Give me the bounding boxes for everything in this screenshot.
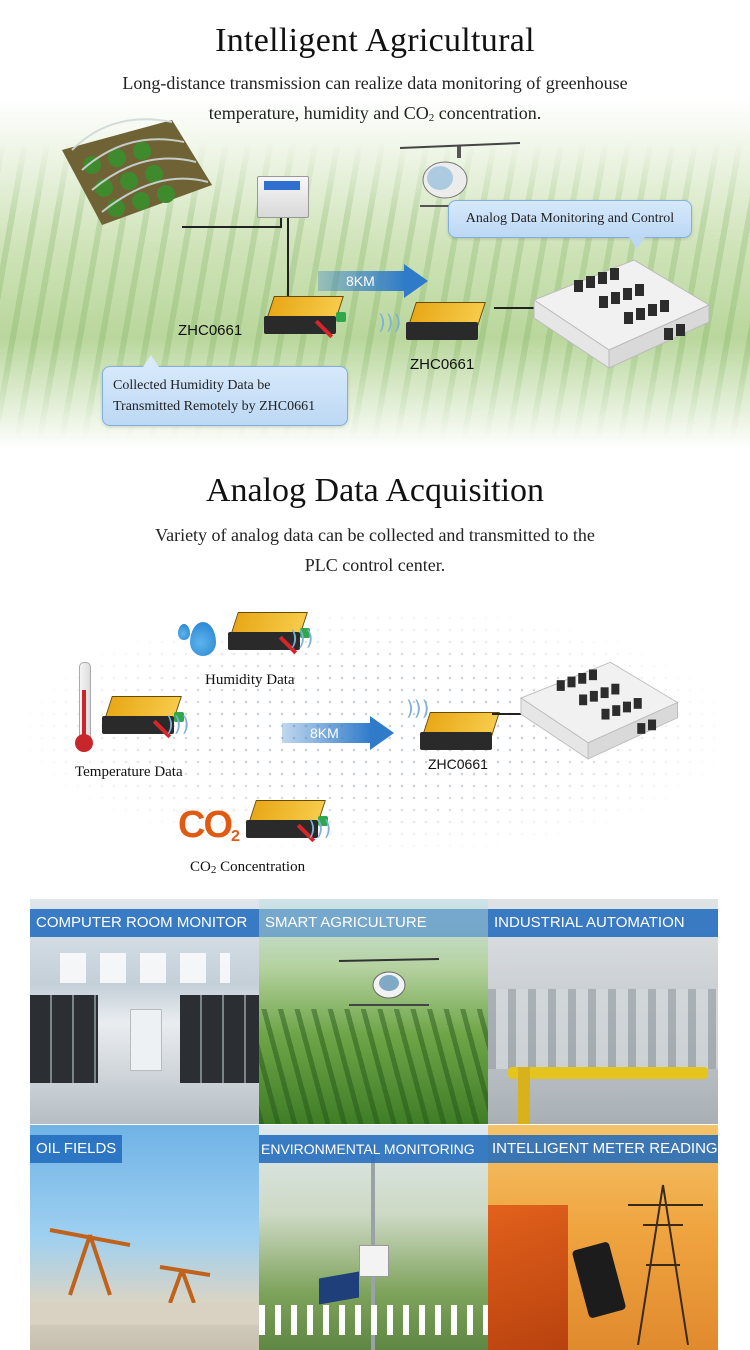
temperature-label: Temperature Data	[75, 764, 183, 780]
signal-waves-icon: )))	[308, 816, 332, 840]
application-tile-smart-agriculture: SMART AGRICULTURE	[259, 899, 488, 1124]
application-caption: ENVIRONMENTAL MONITORING	[259, 1135, 488, 1163]
server-rack-right	[180, 995, 259, 1083]
zhc0661-receiver-icon	[404, 302, 488, 342]
application-caption: OIL FIELDS	[30, 1135, 123, 1163]
zhc0661-transmitter-icon	[262, 296, 346, 339]
signal-waves-icon: )))	[378, 310, 402, 334]
callout-tail	[629, 237, 645, 249]
co2-label: CO2 Concentration	[190, 859, 305, 876]
white-fence	[259, 1305, 488, 1335]
subtitle-line: Long-distance transmission can realize d…	[122, 73, 628, 93]
callout-tail	[143, 355, 159, 367]
zhc0661-transmitter-icon	[226, 612, 310, 655]
distance-label: 8KM	[346, 273, 375, 289]
transmission-arrow: 8KM	[318, 264, 428, 298]
co2-label-text: CO	[190, 859, 211, 875]
solar-panel	[319, 1271, 359, 1305]
intelligent-agriculture-section: Intelligent Agricultural Long-distance t…	[0, 0, 750, 450]
humidity-sensor-icon	[257, 176, 309, 218]
callout-text: Collected Humidity Data be	[113, 378, 271, 393]
data-center-icon	[519, 661, 679, 760]
doorway	[130, 1009, 162, 1071]
subtitle-text: temperature, humidity and CO	[208, 103, 429, 123]
application-tile-meter-reading: INTELLIGENT METER READING	[488, 1125, 718, 1350]
sensor-wire	[280, 216, 282, 228]
application-tile-environmental-monitoring: ENVIRONMENTAL MONITORING	[259, 1125, 488, 1350]
signal-waves-icon: )))	[166, 712, 190, 736]
pumpjack-icon	[30, 1228, 259, 1325]
zhc0661-transmitter-icon	[100, 696, 184, 739]
humidity-callout: Collected Humidity Data be Transmitted R…	[102, 355, 348, 426]
subscript: 2	[210, 864, 217, 876]
helicopter-icon	[400, 142, 520, 207]
section-subtitle: Long-distance transmission can realize d…	[0, 68, 750, 133]
application-tile-computer-room: COMPUTER ROOM MONITOR	[30, 899, 259, 1124]
subscript: 2	[428, 112, 435, 124]
application-caption: INDUSTRIAL AUTOMATION	[488, 909, 718, 937]
monitoring-callout: Analog Data Monitoring and Control	[448, 200, 692, 249]
ceiling-lights	[60, 953, 230, 983]
device-label: ZHC0661	[428, 756, 488, 772]
device-label: ZHC0661	[410, 356, 475, 373]
robot-arm-post	[518, 1067, 530, 1124]
subtitle-line: PLC control center.	[304, 555, 446, 575]
data-center-icon	[532, 259, 711, 369]
co2-icon: CO2	[178, 803, 240, 859]
subtitle-line: temperature, humidity and CO2 concentrat…	[0, 98, 750, 133]
application-tile-oil-fields: OIL FIELDS	[30, 1125, 259, 1350]
zhc0661-transmitter-icon	[244, 800, 328, 843]
co2-icon-subscript: 2	[231, 828, 240, 845]
water-drop-icon	[190, 622, 216, 656]
transmission-arrow: 8KM	[282, 716, 394, 750]
callout-text: Transmitted Remotely by ZHC0661	[113, 399, 316, 414]
sensor-enclosure	[359, 1245, 389, 1277]
application-caption: SMART AGRICULTURE	[259, 909, 488, 937]
helicopter-icon	[339, 958, 439, 1006]
application-caption: COMPUTER ROOM MONITOR	[30, 909, 259, 937]
greenhouse-icon	[62, 118, 212, 225]
co2-icon-text: CO	[178, 804, 233, 846]
distance-label: 8KM	[310, 725, 339, 741]
zhc0661-receiver-icon	[418, 712, 502, 752]
conveyor-line	[488, 989, 718, 1069]
robot-arm	[508, 1067, 708, 1079]
application-tile-industrial-automation: INDUSTRIAL AUTOMATION	[488, 899, 718, 1124]
section-title: Intelligent Agricultural	[215, 22, 535, 59]
water-drop-icon	[178, 624, 190, 640]
datacenter-wire	[494, 307, 542, 309]
thermometer-icon	[74, 662, 94, 754]
subtitle-line: Variety of analog data can be collected …	[155, 525, 595, 545]
applications-grid: COMPUTER ROOM MONITOR SMART AGRICULTURE …	[30, 899, 718, 1350]
section-subtitle: Variety of analog data can be collected …	[0, 520, 750, 580]
power-tower-icon	[628, 1184, 703, 1345]
co2-label-text: Concentration	[216, 859, 306, 875]
sensor-wire	[287, 216, 289, 302]
sensor-wire	[182, 226, 280, 228]
datacenter-wire	[492, 713, 546, 715]
server-rack-left	[30, 995, 98, 1083]
section-title: Analog Data Acquisition	[205, 472, 545, 509]
subtitle-text: concentration.	[434, 103, 542, 123]
callout-text: Analog Data Monitoring and Control	[465, 211, 675, 226]
crop-rows	[259, 1009, 488, 1124]
humidity-label: Humidity Data	[205, 672, 295, 688]
device-label: ZHC0661	[178, 322, 243, 339]
worker-arm	[488, 1205, 568, 1350]
application-caption: INTELLIGENT METER READING	[488, 1135, 718, 1163]
signal-waves-icon: )))	[406, 696, 430, 720]
signal-waves-icon: )))	[290, 626, 314, 650]
